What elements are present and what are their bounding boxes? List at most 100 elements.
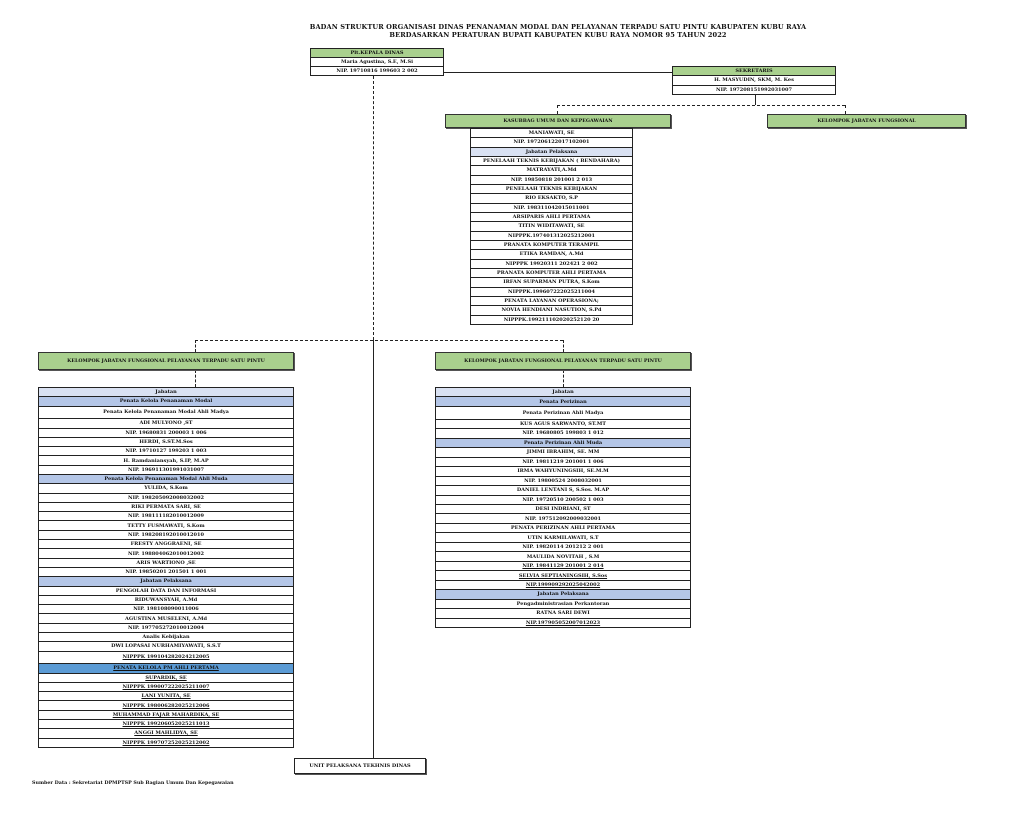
table-row: ARSIPARIS AHLI PERTAMA [471,213,632,223]
table-row: NIP. 198111182010012009 [39,512,293,522]
connector-line [557,105,845,106]
table-row: MANIAWATI, SE [471,129,632,139]
table-row: NIP. 198804062010012002 [39,549,293,559]
connector-line [195,340,196,352]
table-row: PENGOLAH DATA DAN INFORMASI [39,587,293,596]
section-row: Penata Kelola Penanaman Modal Ahli Muda [39,475,293,485]
table-row: PENATA PERIZINAN AHLI PERTAMA [436,524,690,534]
table-row: SUPARDIK, SE [39,674,293,683]
table-row: MUHAMMAD FAJAR MAHARDIKA, SE [39,711,293,721]
table-row: Penata Kelola Penanaman Modal Ahli Madya [39,407,293,420]
table-row: RATNA SARI DEWI [436,609,690,619]
section-row: Penata Perizinan Ahli Muda [436,438,690,449]
connector-line [444,72,672,73]
table-row: H. Ramdaniansyah, S.IP, M.AP [39,456,293,466]
right-group-header: KELOMPOK JABATAN FUNGSIONAL PELAYANAN TE… [435,352,691,370]
table-row: ADI MULYONO ,ST [39,419,293,429]
source-footnote: Sumber Data : Sekretariat DPMPTSP Sub Ba… [32,780,234,786]
table-row: DESI INDRIANI, ST [436,505,690,515]
table-row: RIKI PERMATA SARI, SE [39,503,293,513]
connector-line [557,105,558,114]
table-row: NIP. 196911301991031007 [39,466,293,475]
connector-line [373,340,374,758]
kepala-dinas-box: Plt.KEPALA DINAS Maria Agustina, S.E, M.… [310,48,444,76]
table-row: NIP. 19811219 201001 1 006 [436,458,690,468]
table-row: NIPPPK 199707252025212002 [122,739,210,746]
section-row: Penata Kelola Penanaman Modal [39,397,293,407]
table-row: NIP. 19680831 200003 1 006 [39,429,293,438]
table-row: Penata Perizinan Ahli Madya [436,407,690,420]
table-row: NOVIA HENDIANI NASUTION, S.Pd [471,306,632,316]
section-row: Jabatan [39,388,293,398]
table-row: NIP. 197206122017102001 [471,138,632,148]
table-row: PENELAAH TEKNIS KEBIJAKAN ( BENDAHARA) [471,157,632,167]
table-row: NIP. 19720510 200502 1 003 [436,496,690,505]
table-row: YULIDA, S.Kom [39,484,293,494]
sekretaris-name: H. MASYUDIN, SKM, M. Kes [673,76,835,86]
connector-line [563,340,564,352]
table-row: NIP. 19800524 2008032001 [436,477,690,487]
table-row: NIPPPK 199007222025211007 [39,683,293,693]
connector-line [755,95,756,105]
table-row: NIPPPK 199206052025211013 [39,720,293,730]
table-row: NIPPPK 199104282024212005 [39,652,293,665]
section-row: Jabatan Pelaksana [436,590,690,600]
kepala-name: Maria Agustina, S.E, M.Si [311,58,443,67]
kelompok-fungsional-box: KELOMPOK JABATAN FUNGSIONAL [767,114,966,128]
table-row: NIPPPK.197401312025212001 [471,232,632,241]
table-row: NIPPPK.199211102020252120 20 [503,316,600,323]
connector-line [195,340,563,341]
table-row: IRFAN SUPARMAN PUTRA, S.Kom [471,278,632,288]
table-row: MAULIDA NOVITAH , S.M [436,552,690,562]
table-row: ANGGI MAHLIDYA, SE [39,729,293,739]
sekretaris-box: SEKRETARIS H. MASYUDIN, SKM, M. Kes NIP.… [672,66,836,95]
left-group-header: KELOMPOK JABATAN FUNGSIONAL PELAYANAN TE… [38,352,294,370]
kepala-nip: NIP. 19710816 199603 2 002 [336,68,418,74]
table-row: KUS AGUS SARWANTO, ST.MT [436,420,690,430]
table-row: UTIN KARMILAWATI, S.T [436,533,690,543]
table-row: AGUSTINA MUSELENI, A.Md [39,614,293,624]
connector-line [845,105,846,114]
table-row: NIP.199909292025042002 [436,581,690,591]
table-row: IRMA WAHYUNINGSIH, SE.M.M [436,467,690,477]
table-row: PRANATA KOMPUTER AHLI PERTAMA [471,269,632,279]
section-row: Jabatan [436,388,690,398]
kasubbag-header: KASUBBAG UMUM DAN KEPEGAWAIAN [445,114,671,128]
table-row: NIP. 197512092009032001 [436,514,690,524]
table-row: PENELAAH TEKNIS KEBIJAKAN [471,185,632,195]
unit-pelaksana-box: UNIT PELAKSANA TEKHNIS DINAS [294,758,426,774]
chart-title-line2: BERDASARKAN PERATURAN BUPATI KABUPATEN K… [389,31,727,39]
table-row: NIPPPK 19920311 202421 2 002 [471,260,632,269]
connector-line [563,370,564,387]
table-row: HERDI, S.ST.M.Sos [39,438,293,448]
table-row: LANI YUNITA, SE [39,692,293,702]
table-row: TETTY FUSMAWATI, S.Kom [39,521,293,531]
table-row: Pengadministrasian Perkantoran [436,600,690,610]
table-row: Analis Kebijakan [39,633,293,643]
table-row: RIO EKSAKTO, S.P [471,194,632,204]
section-row: Jabatan Pelaksana [39,577,293,587]
table-row: ARIS WARTIONO ,SE [39,559,293,568]
sekretaris-nip: NIP. 197208151992031007 [716,86,792,93]
chart-title-line1: BADAN STRUKTUR ORGANISASI DINAS PENANAMA… [309,23,807,31]
table-row: NIP. 19710127 199203 1 003 [39,447,293,457]
table-row: NIP. 19850818 201001 2 013 [471,176,632,185]
table-row: NIP. 19820114 201212 2 001 [436,543,690,553]
section-row: Penata Perizinan [436,397,690,407]
connector-line [373,76,374,340]
kepala-title: Plt.KEPALA DINAS [311,49,443,58]
table-row: JIMMI IBRAHIM, SE. MM [436,448,690,458]
connector-line [195,370,196,387]
section-row: PENATA KELOLA PM AHLI PERTAMA [39,664,293,674]
table-row: TITIN WIDITAWATI, SE [471,222,632,232]
table-row: NIPPPK 198006282025212006 [39,701,293,711]
table-row: MATRAYATI,A.Md [471,166,632,176]
table-row: NIP. 198108090011006 [39,605,293,615]
table-row: NIP.197905052007012023 [525,619,601,626]
table-row: FRESTY ANGGRAENI, SE [39,540,293,550]
table-row: SELVIA SEPTIANINGSIH, S.Sos [436,571,690,581]
table-row: NIP. 19680805 199803 1 012 [436,429,690,439]
